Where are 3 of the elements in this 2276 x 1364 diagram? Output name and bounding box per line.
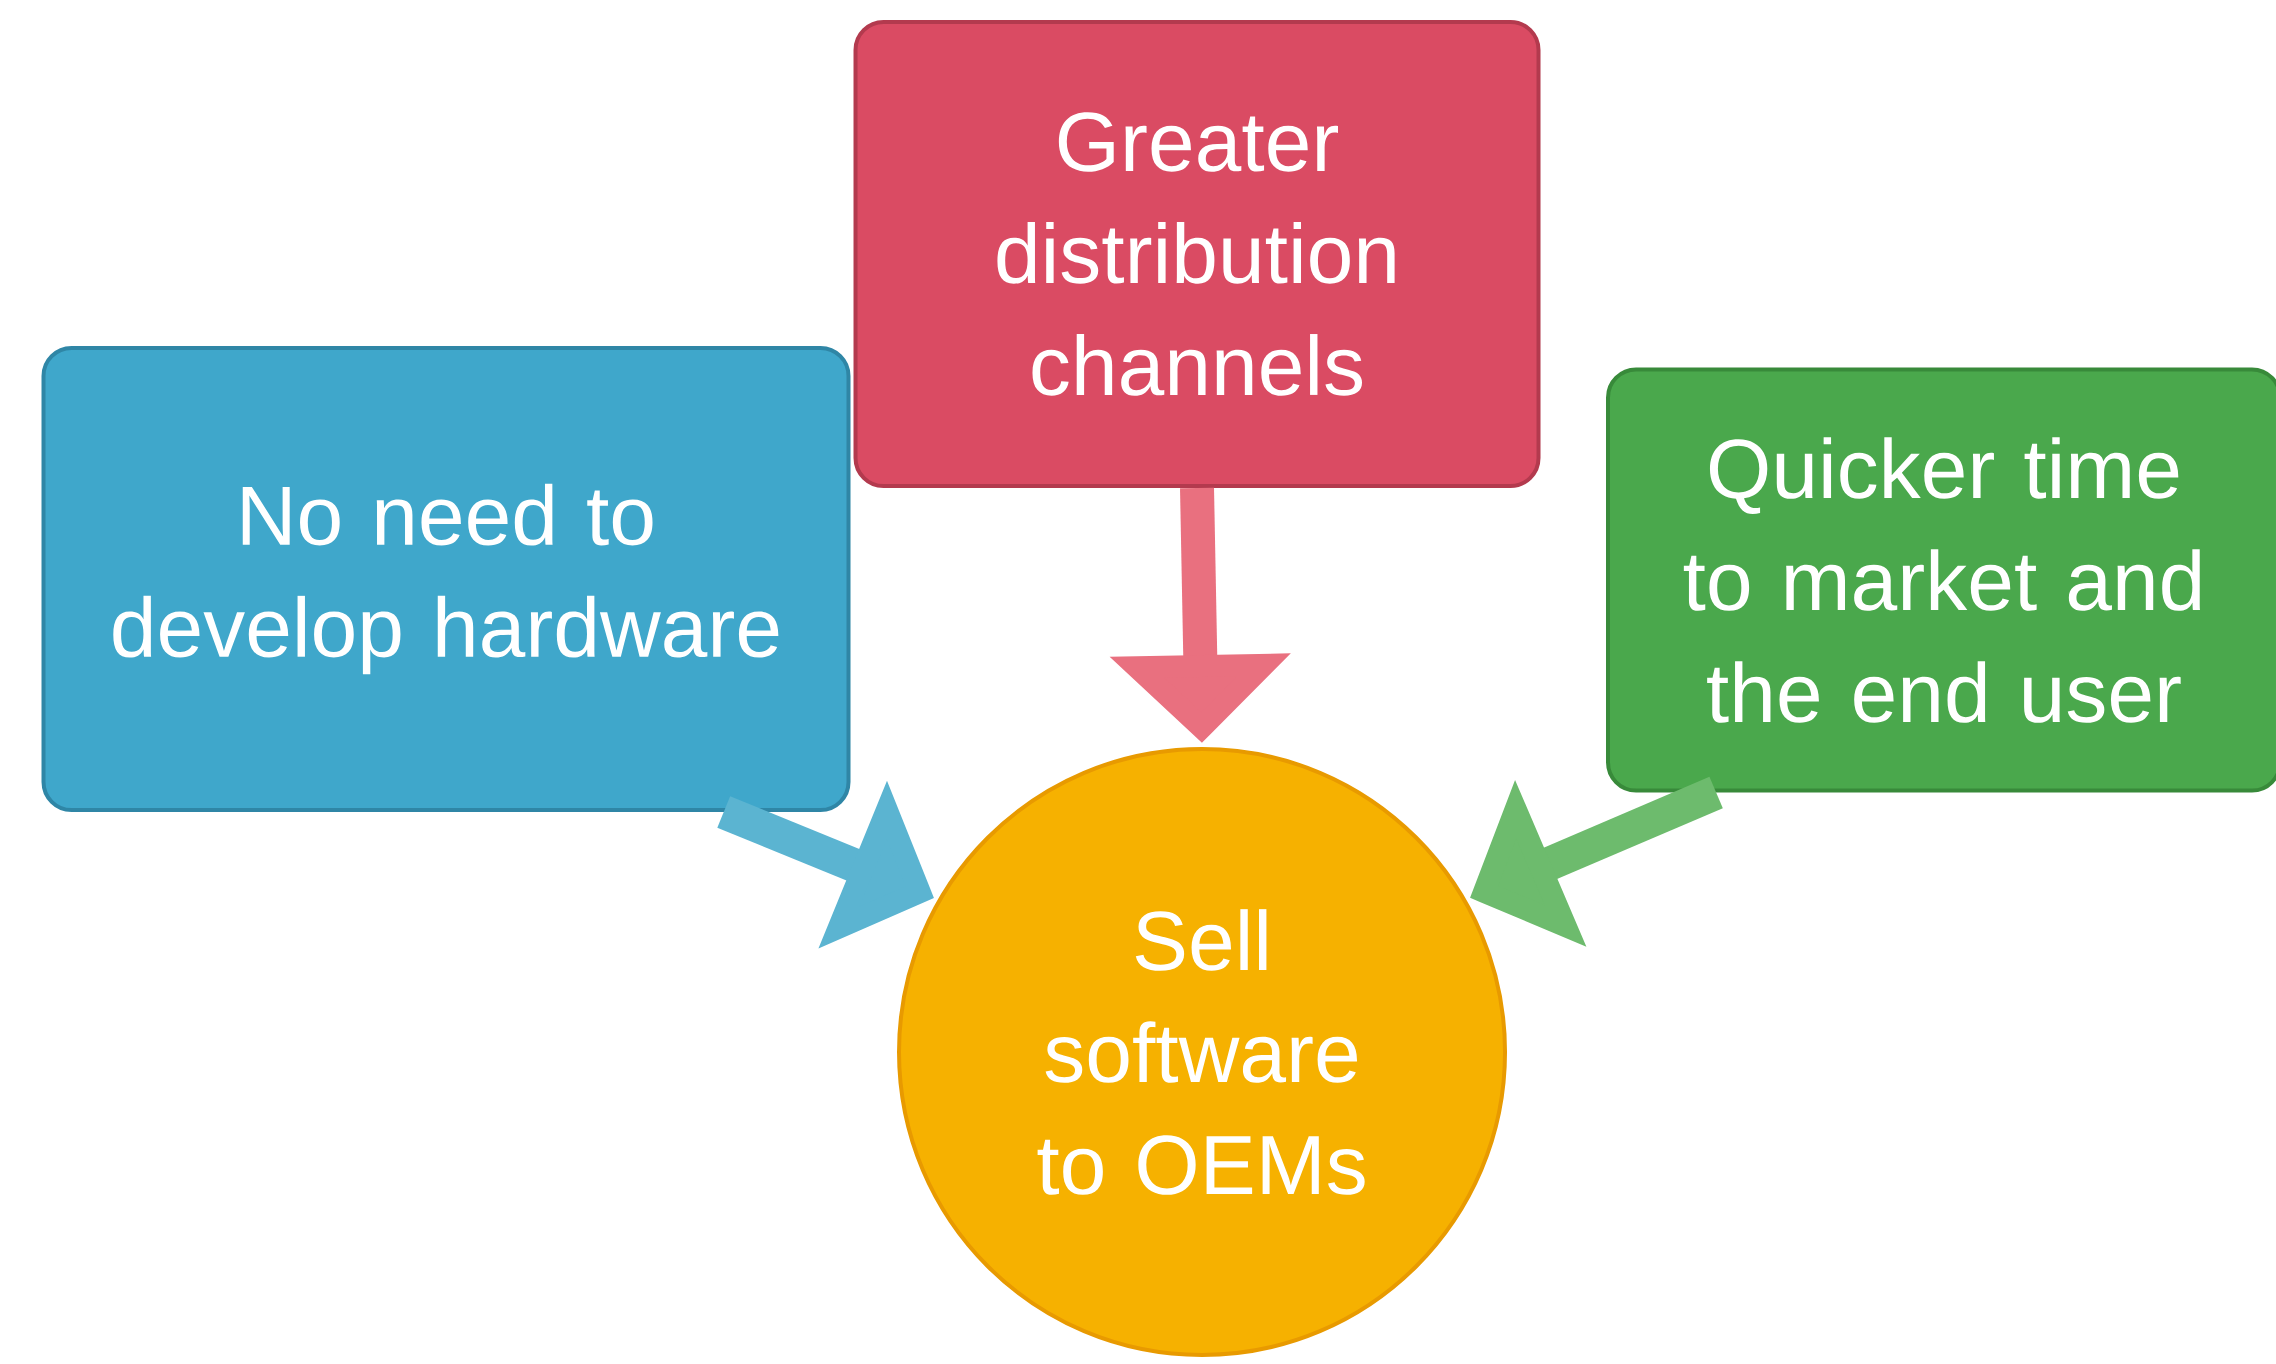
- text-box: Greater distribution channels: [853, 20, 1541, 488]
- text-box: No need to develop hardware: [41, 346, 851, 812]
- text-box: Quicker time to market and the end user: [1606, 367, 2276, 793]
